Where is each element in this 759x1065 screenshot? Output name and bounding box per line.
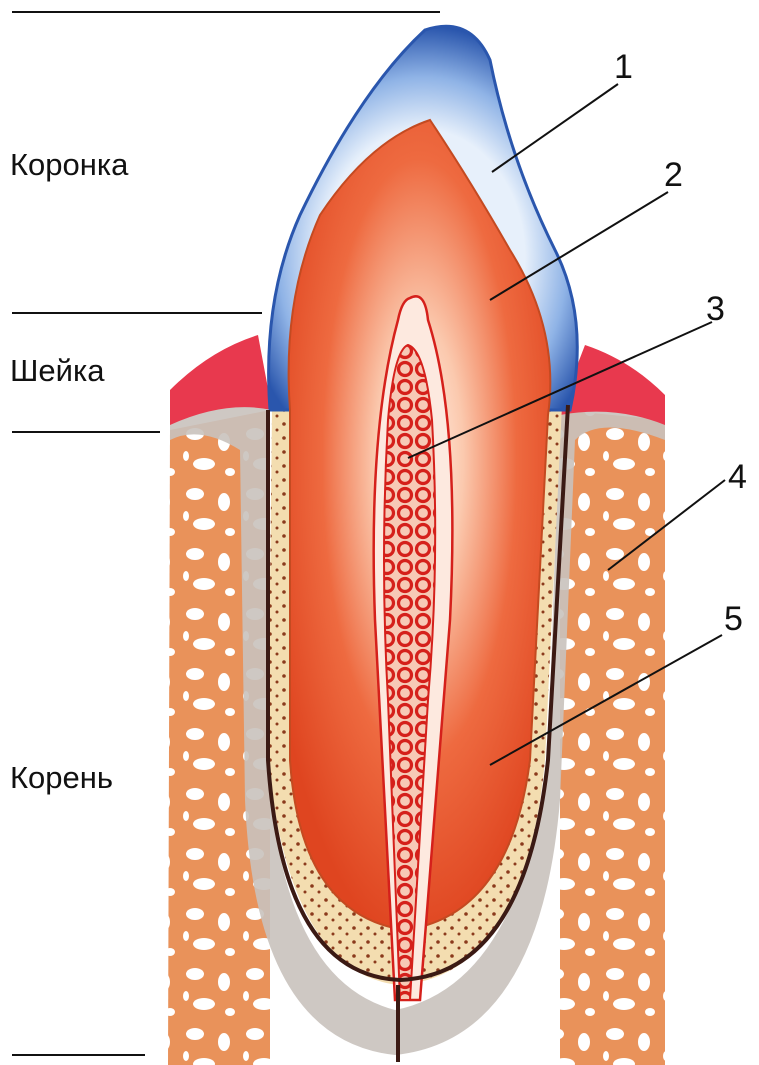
label-crown: Коронка [10, 147, 129, 182]
callout-4: 4 [728, 458, 747, 496]
jaw-bone-right [560, 410, 665, 1065]
callout-3: 3 [706, 290, 725, 328]
leader-1 [492, 84, 618, 172]
callout-2: 2 [664, 156, 683, 194]
label-root: Корень [10, 760, 113, 795]
callout-5: 5 [724, 600, 743, 638]
callout-1: 1 [614, 48, 633, 86]
label-neck: Шейка [10, 353, 105, 388]
